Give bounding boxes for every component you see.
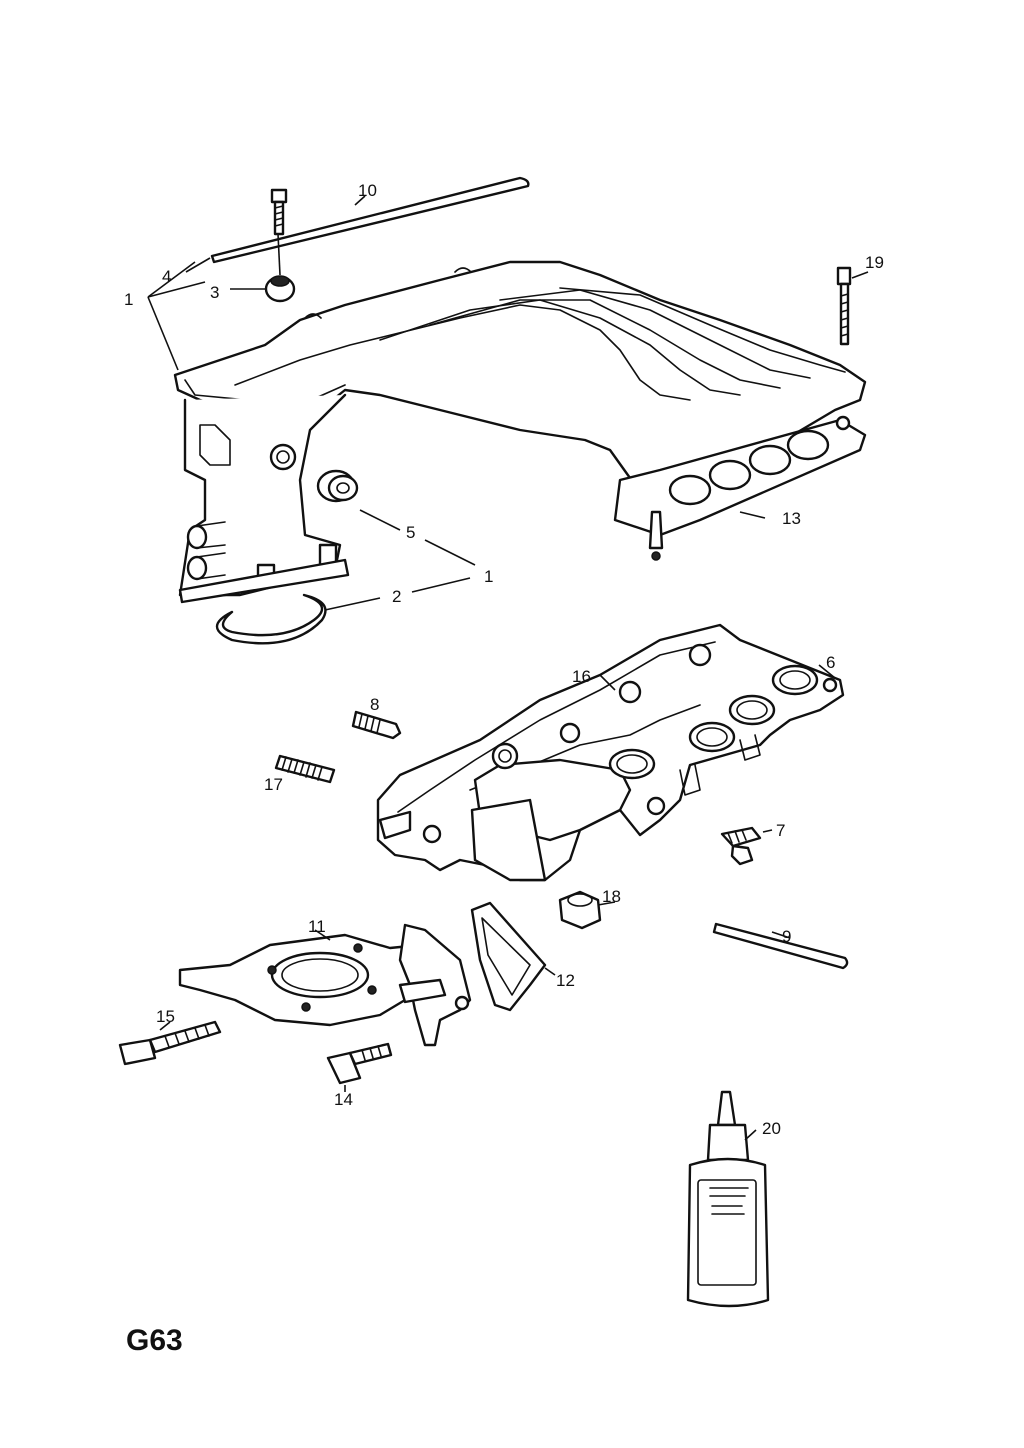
bolt-4 <box>270 188 288 236</box>
callout-20: 20 <box>762 1119 781 1138</box>
bolt-7 <box>720 826 762 866</box>
callout-11: 11 <box>308 917 326 936</box>
throttle-flange-11 <box>178 923 472 1047</box>
grommet-5 <box>316 469 359 503</box>
leader-lines <box>147 195 869 1141</box>
callout-6: 6 <box>826 653 835 672</box>
callout-9: 9 <box>782 927 791 946</box>
stud-17 <box>274 754 336 784</box>
callout-2: 2 <box>392 587 401 606</box>
bolt-15 <box>118 1020 222 1066</box>
callout-7: 7 <box>776 821 785 840</box>
callout-15: 15 <box>156 1007 175 1026</box>
callout-17: 17 <box>264 775 283 794</box>
page-code: G63 <box>126 1324 183 1357</box>
hose-9 <box>712 922 849 970</box>
callout-19: 19 <box>865 253 884 272</box>
callout-1: 1 <box>124 290 133 309</box>
callout-13: 13 <box>782 509 801 528</box>
lower-intake-manifold <box>376 623 845 882</box>
seal-ring-2 <box>215 593 327 645</box>
callout-18: 18 <box>602 887 621 906</box>
bolt-14 <box>326 1042 393 1085</box>
callout-3: 3 <box>210 283 219 302</box>
callout-16: 16 <box>572 667 591 686</box>
hose-10 <box>210 176 530 264</box>
upper-intake-manifold <box>173 260 867 604</box>
sealant-bottle-20 <box>686 1090 770 1308</box>
nut-18 <box>558 890 602 930</box>
callout-14: 14 <box>334 1090 353 1109</box>
callout-12: 12 <box>556 971 575 990</box>
callout-10: 10 <box>358 181 377 200</box>
bolt-19 <box>836 266 852 346</box>
callout-5: 5 <box>406 523 415 542</box>
callout-8: 8 <box>370 695 379 714</box>
callout-4: 4 <box>162 267 171 286</box>
gasket-12 <box>470 901 547 1012</box>
stud-8 <box>351 710 402 740</box>
callout-1-lower: 1 <box>484 567 493 586</box>
grommet-3 <box>264 275 296 303</box>
